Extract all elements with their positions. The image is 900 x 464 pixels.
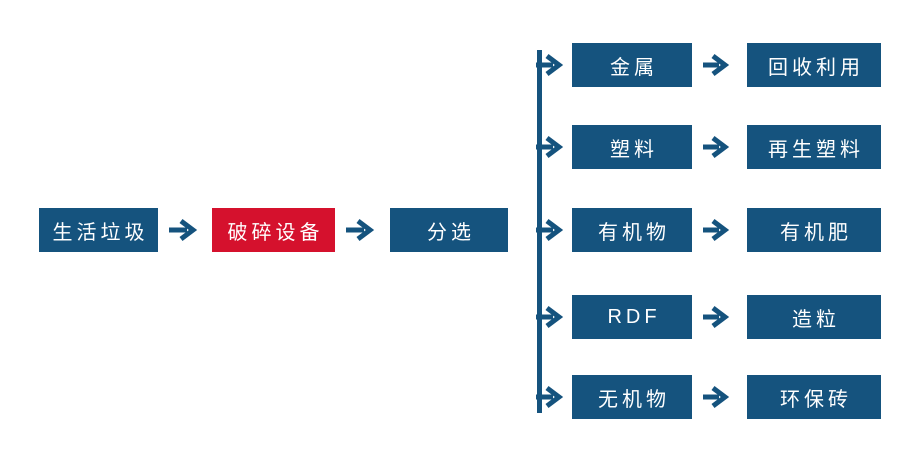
- node-granulation: 造粒: [747, 295, 881, 339]
- branch-row-organic: 有机物 有机肥: [536, 208, 881, 252]
- branch-arrow-icon: [536, 54, 564, 76]
- main-flow-row: 生活垃圾 破碎设备 分选: [39, 208, 508, 252]
- branch-arrow-icon: [536, 219, 564, 241]
- right-arrow-icon: [703, 136, 730, 158]
- right-arrow-icon: [703, 54, 730, 76]
- right-arrow-icon: [169, 219, 198, 241]
- right-arrow-icon: [346, 219, 375, 241]
- node-inorganic-matter: 无机物: [572, 375, 692, 419]
- node-eco-brick: 环保砖: [747, 375, 881, 419]
- branch-arrow-icon: [536, 306, 564, 328]
- node-recycled-plastic: 再生塑料: [747, 125, 881, 169]
- branch-row-inorganic: 无机物 环保砖: [536, 375, 881, 419]
- node-crushing-equipment: 破碎设备: [212, 208, 335, 252]
- branch-row-metal: 金属 回收利用: [536, 43, 881, 87]
- node-rdf: RDF: [572, 295, 692, 339]
- node-metal: 金属: [572, 43, 692, 87]
- branch-arrow-icon: [536, 386, 564, 408]
- branch-arrow-icon: [536, 136, 564, 158]
- branch-row-plastic: 塑料 再生塑料: [536, 125, 881, 169]
- node-organic-fertilizer: 有机肥: [747, 208, 881, 252]
- node-recycling: 回收利用: [747, 43, 881, 87]
- right-arrow-icon: [703, 306, 730, 328]
- branch-row-rdf: RDF 造粒: [536, 295, 881, 339]
- node-household-waste: 生活垃圾: [39, 208, 158, 252]
- right-arrow-icon: [703, 386, 730, 408]
- right-arrow-icon: [703, 219, 730, 241]
- node-sorting: 分选: [390, 208, 508, 252]
- node-organic-matter: 有机物: [572, 208, 692, 252]
- node-plastic: 塑料: [572, 125, 692, 169]
